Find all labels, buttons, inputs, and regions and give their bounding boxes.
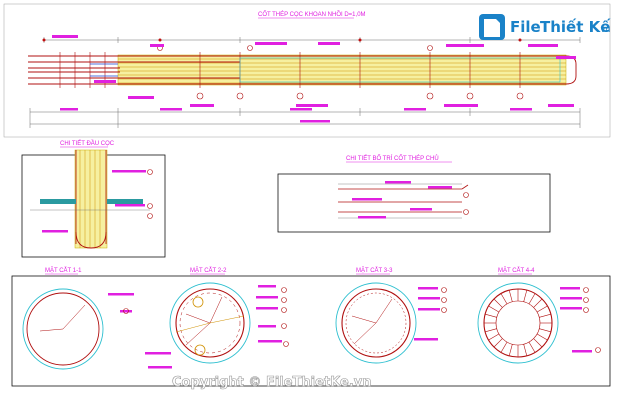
file-thiet-ke-logo-icon: File Thiết Kế .vn: [479, 14, 611, 40]
section-1-1: MẶT CẮT 1-1: [22, 266, 134, 370]
title-main: CỐT THÉP CỌC KHOAN NHỒI D=1,0M: [258, 11, 366, 18]
title-sec3: MẶT CẮT 3-3: [356, 266, 393, 274]
stirrup-spoke: [523, 344, 528, 356]
pile-elevation: CỐT THÉP CỌC KHOAN NHỒI D=1,0M: [3, 3, 611, 138]
stirrup-spoke: [493, 338, 503, 348]
logo-domain-text: .vn: [598, 25, 610, 34]
stirrup-spoke: [528, 293, 536, 305]
main-rebar-detail: CHI TIẾT BỐ TRÍ CỐT THÉP CHỦ: [277, 155, 551, 233]
copyright-watermark: Copyright © FileThietKe.vn: [172, 375, 372, 390]
section-2-2: MẶT CẮT 2-2: [145, 266, 289, 369]
stirrup-spoke: [523, 290, 528, 302]
stirrup-spoke: [500, 293, 508, 305]
logo-file-text: File: [510, 18, 541, 36]
stirrup-spoke: [500, 341, 508, 353]
stirrup-spoke: [488, 305, 500, 313]
section-4-4: MẶT CẮT 4-4: [477, 266, 601, 364]
pile-cap-detail: CHI TIẾT ĐẦU CỌC: [21, 140, 166, 258]
stirrup-spoke: [528, 341, 536, 353]
cross-sections: MẶT CẮT 1-1 MẶT CẮT 2-2: [11, 266, 611, 387]
logo-name-text: Thiết Kế: [540, 17, 611, 36]
stirrup-spoke: [485, 313, 497, 318]
section-3-3: MẶT CẮT 3-3: [335, 266, 592, 364]
title-sec1: MẶT CẮT 1-1: [45, 266, 82, 274]
stirrup-spoke: [508, 344, 513, 356]
stirrup-spoke: [533, 338, 543, 348]
title-sec4: MẶT CẮT 4-4: [498, 266, 535, 274]
stirrup-spoke: [539, 328, 551, 333]
stirrup-spoke: [533, 298, 543, 308]
title-detail: CHI TIẾT BỐ TRÍ CỐT THÉP CHỦ: [346, 155, 439, 162]
stirrup-spoke: [539, 313, 551, 318]
stirrup-spoke: [488, 333, 500, 341]
stirrup-spoke: [536, 333, 548, 341]
stirrup-spoke: [485, 328, 497, 333]
stirrup-spoke: [536, 305, 548, 313]
title-sec2: MẶT CẮT 2-2: [190, 266, 227, 274]
stirrup-spoke: [508, 290, 513, 302]
title-cap: CHI TIẾT ĐẦU CỌC: [60, 140, 115, 147]
stirrup-spoke: [493, 298, 503, 308]
